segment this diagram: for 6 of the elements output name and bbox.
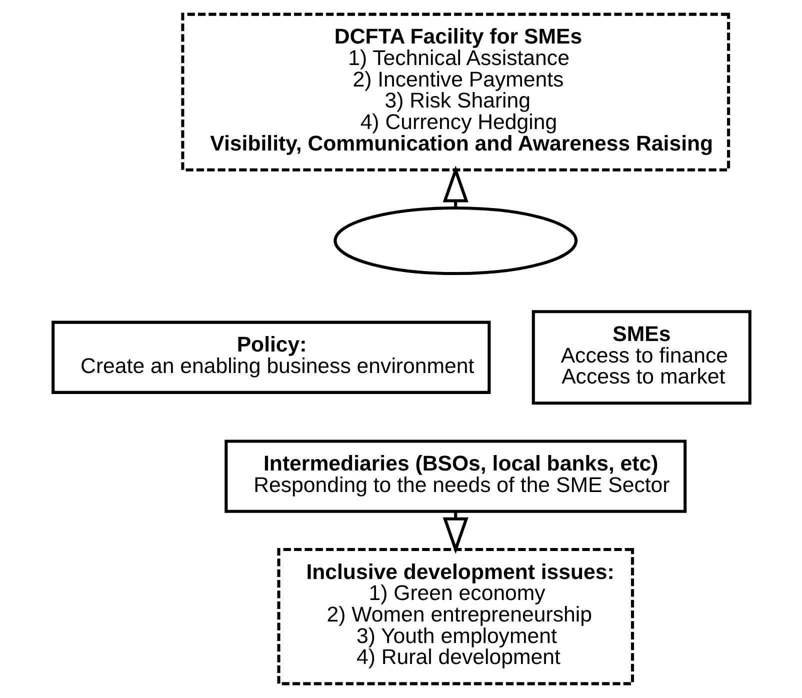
node-ellipse	[333, 206, 578, 276]
node-box: Policy: Create an enabling business environment	[51, 320, 490, 394]
node-box: DCFTA Facility for SMEs 1) Technical Assistance 2) Incentive Payments 3) Risk Sharing 4) Currency Hedging Visibility, Communication and Awareness Raising	[180, 12, 730, 172]
node-box: Inclusive development issues: 1) Green economy 2) Women entrepreneurship 3) Youth employment 4) Rural development	[276, 548, 634, 686]
node-box: SMEs Access to finance Access to market	[531, 310, 751, 405]
node-box: Intermediaries (BSOs, local banks, etc) Responding to the needs of the SME Sector	[224, 440, 686, 513]
